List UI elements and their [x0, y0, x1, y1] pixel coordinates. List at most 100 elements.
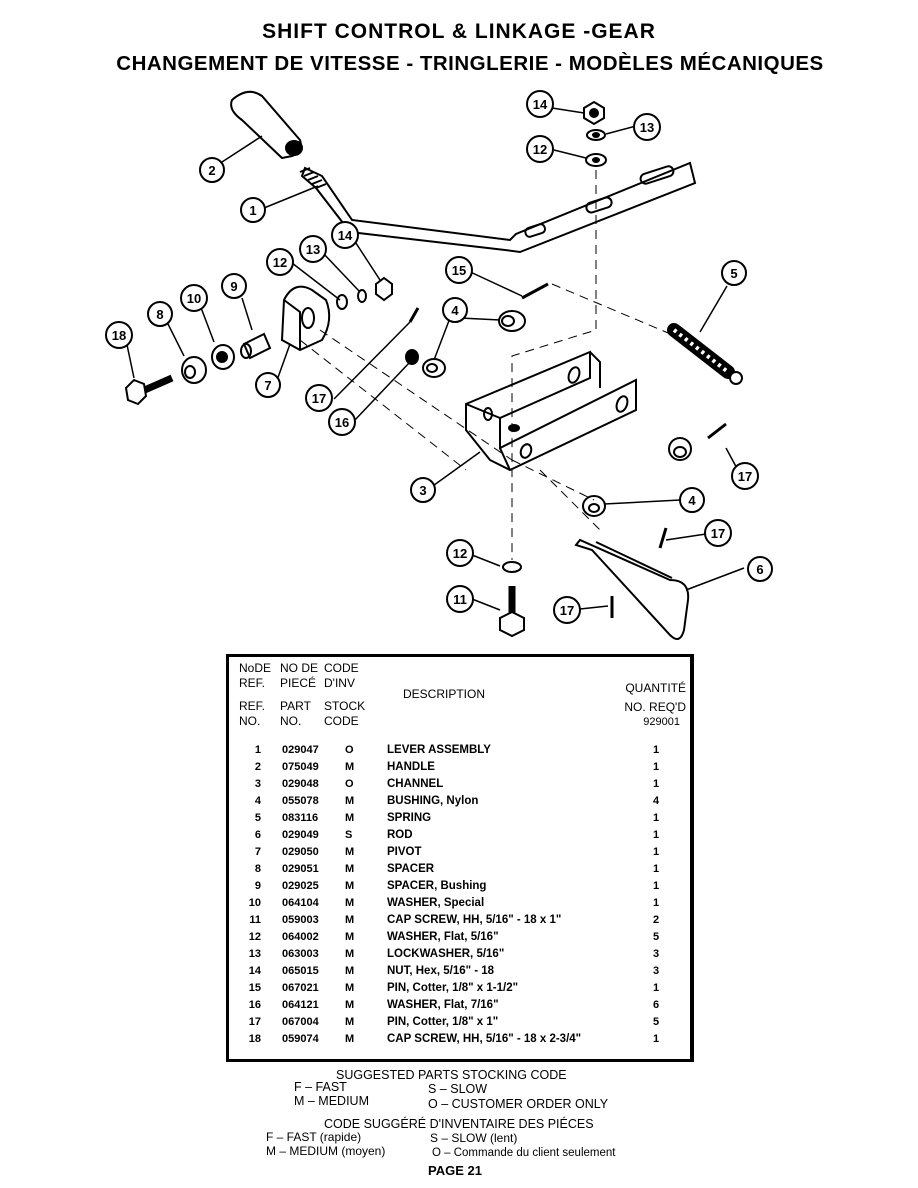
ref-cell: 12	[248, 931, 261, 943]
callout-labels: 2 1 14 13 12 12 13 14 9 10 8 18 7 15 4 5…	[105, 90, 773, 624]
cap-screw-long	[124, 374, 174, 406]
ref-cell: 5	[254, 812, 261, 824]
ref-cell: 17	[248, 1016, 261, 1028]
part-number-cell: 029048	[282, 778, 319, 790]
ref-cell: 11	[249, 914, 261, 926]
quantity-cell: 5	[653, 931, 660, 943]
stock-code-cell: M	[345, 863, 355, 875]
callout-8: 8	[156, 307, 163, 322]
part-number-cell: 063003	[282, 948, 319, 960]
callout-1: 1	[249, 203, 256, 218]
legend-m-fr: M – MEDIUM (moyen)	[266, 1144, 386, 1158]
callout-17c: 17	[711, 526, 725, 541]
quantity-cell: 1	[653, 778, 660, 790]
quantity-cell: 1	[653, 982, 660, 994]
parts-table: NoDE REF. REF. NO. NO DE PIECÉ PART NO. …	[226, 654, 694, 1062]
description-cell: PIN, Cotter, 1/8" x 1-1/2"	[387, 982, 519, 994]
page-subtitle-fr: CHANGEMENT DE VITESSE - TRINGLERIE - MOD…	[116, 52, 824, 75]
stock-code-cell: M	[345, 812, 355, 824]
pivot-part	[280, 285, 331, 352]
part-number-cell: 059074	[282, 1033, 319, 1045]
callout-12c: 12	[453, 546, 467, 561]
callout-13b: 13	[306, 242, 320, 257]
callout-6: 6	[756, 562, 763, 577]
callout-7: 7	[264, 378, 271, 393]
handle-part	[230, 90, 303, 160]
stock-code-cell: S	[345, 829, 353, 841]
legend-title-en: SUGGESTED PARTS STOCKING CODE	[336, 1068, 567, 1082]
spacer-parts	[181, 332, 272, 384]
page-number: PAGE 21	[428, 1163, 482, 1178]
header-col2: NO DE PIECÉ PART NO.	[280, 661, 319, 728]
part-number-cell: 065015	[282, 965, 319, 977]
ref-cell: 16	[248, 999, 261, 1011]
pivot-fasteners	[336, 276, 419, 365]
part-number-cell: 064121	[282, 999, 319, 1011]
lever-part	[299, 161, 697, 254]
description-cell: CAP SCREW, HH, 5/16" - 18 x 1"	[387, 914, 562, 926]
callout-12b: 12	[273, 255, 287, 270]
callout-15: 15	[452, 263, 466, 278]
description-cell: NUT, Hex, 5/16" - 18	[387, 965, 495, 977]
callout-17d: 17	[560, 603, 574, 618]
legend-f-en: F – FAST	[294, 1080, 347, 1094]
header-col3: CODE D'INV STOCK CODE	[324, 661, 366, 728]
description-cell: WASHER, Flat, 7/16"	[387, 999, 499, 1011]
description-cell: SPRING	[387, 812, 432, 824]
top-fasteners	[583, 100, 607, 167]
quantity-cell: 3	[653, 965, 660, 977]
ref-cell: 2	[254, 761, 261, 773]
rod-part	[574, 538, 690, 640]
callout-17b: 17	[738, 469, 752, 484]
ref-cell: 14	[248, 965, 261, 977]
ref-cell: 7	[254, 846, 261, 858]
quantity-cell: 1	[653, 761, 660, 773]
legend-f-fr: F – FAST (rapide)	[266, 1130, 362, 1144]
quantity-cell: 3	[653, 948, 660, 960]
quantity-cell: 1	[653, 744, 660, 756]
callout-14b: 14	[338, 228, 353, 243]
leader-lines	[125, 107, 745, 611]
part-number-cell: 075049	[282, 761, 319, 773]
quantity-cell: 5	[653, 1016, 660, 1028]
part-number-cell: 064104	[282, 897, 319, 909]
stock-code-cell: M	[345, 897, 355, 909]
cap-screw-short	[499, 561, 525, 638]
quantity-cell: 6	[653, 999, 660, 1011]
callout-3: 3	[419, 483, 426, 498]
bushing-parts	[422, 310, 692, 517]
legend-o-en: O – CUSTOMER ORDER ONLY	[428, 1097, 609, 1111]
stock-code-cell: O	[345, 744, 354, 756]
quantity-cell: 1	[653, 863, 660, 875]
stock-code-cell: M	[345, 1016, 355, 1028]
ref-cell: 3	[254, 778, 261, 790]
exploded-parts-diagram: 2 1 14 13 12 12 13 14 9 10 8 18 7 15 4 5…	[105, 90, 773, 640]
callout-12: 12	[533, 142, 547, 157]
ref-cell: 13	[248, 948, 261, 960]
part-number-cell: 029025	[282, 880, 319, 892]
description-cell: WASHER, Special	[387, 897, 485, 909]
description-cell: SPACER	[387, 863, 435, 875]
part-number-cell: 029047	[282, 744, 319, 756]
callout-5: 5	[730, 266, 737, 281]
stock-code-cell: M	[345, 1033, 355, 1045]
part-number-cell: 067004	[282, 1016, 319, 1028]
legend-o-fr: O – Commande du client seulement	[432, 1147, 616, 1159]
description-cell: HANDLE	[387, 761, 435, 773]
legend-s-fr: S – SLOW (lent)	[430, 1131, 518, 1145]
part-number-cell: 029049	[282, 829, 319, 841]
part-number-cell: 055078	[282, 795, 319, 807]
description-cell: PIVOT	[387, 846, 422, 858]
stock-code-cell: M	[345, 795, 355, 807]
callout-18: 18	[112, 328, 126, 343]
